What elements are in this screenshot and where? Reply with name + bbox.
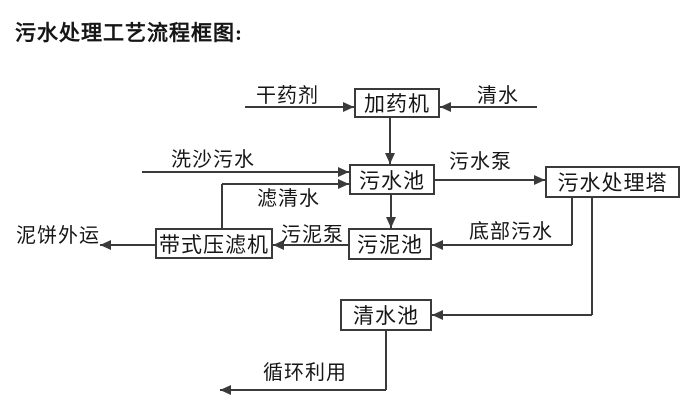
arrowhead-into-clean-right [432, 310, 443, 320]
line-clean-water-line [440, 106, 537, 108]
node-clean-water-pool: 清水池 [340, 299, 432, 331]
arrowhead-recycle-out-arrow [220, 385, 231, 395]
node-treatment-tower: 污水处理塔 [545, 166, 680, 198]
line-tower-right-drop [591, 198, 593, 315]
edge-label-dry-agent: 干药剂 [256, 85, 319, 107]
arrowhead-into-sludge-right [432, 240, 443, 250]
arrowhead-into-sludge-top [386, 217, 396, 228]
edge-label-sand-wash-sewage: 洗沙污水 [171, 149, 255, 171]
line-dry-agent-line [245, 106, 354, 108]
edge-label-filtered-water: 滤清水 [257, 188, 320, 210]
line-sewage-to-sludge-line [390, 195, 392, 228]
arrowhead-into-sewage-left-lower [338, 179, 349, 189]
line-sewage-pump-line [435, 179, 545, 181]
line-sand-wash-line [142, 171, 349, 173]
arrowhead-mud-cake-out-arrow [100, 240, 111, 250]
node-sewage-pool: 污水池 [349, 164, 435, 195]
arrowhead-into-dosing-left [343, 102, 354, 112]
node-dosing-machine: 加药机 [354, 88, 440, 118]
line-sludge-pump-line [273, 244, 348, 246]
line-mud-cake-line [100, 244, 155, 246]
node-belt-filter-press: 带式压滤机 [155, 228, 273, 259]
line-bottom-sewage-line [432, 244, 572, 246]
page-title: 污水处理工艺流程框图: [15, 21, 243, 45]
arrowhead-into-sewage-left-upper [338, 167, 349, 177]
edge-label-mud-cake-out: 泥饼外运 [16, 225, 100, 247]
line-dosing-to-sewage-line [389, 118, 391, 164]
arrowhead-into-press-right [273, 240, 284, 250]
edge-label-recycle-use: 循环利用 [263, 362, 347, 384]
arrowhead-into-tower-left [534, 175, 545, 185]
line-filtered-water-riser [221, 184, 223, 228]
arrowhead-into-dosing-right [440, 102, 451, 112]
line-tower-to-clean-line [432, 314, 592, 316]
line-tower-left-drop [571, 198, 573, 245]
edge-label-clean-water: 清水 [477, 85, 519, 107]
line-filtered-water-line [222, 183, 349, 185]
arrowhead-into-sewage-top [385, 153, 395, 164]
edge-label-sewage-pump: 污水泵 [449, 151, 512, 173]
line-recycle-line [220, 389, 386, 391]
line-clean-pool-drop [385, 331, 387, 390]
edge-label-sludge-pump: 污泥泵 [281, 224, 344, 246]
node-sludge-pool: 污泥池 [348, 228, 432, 260]
edge-label-bottom-sewage: 底部污水 [469, 221, 553, 243]
